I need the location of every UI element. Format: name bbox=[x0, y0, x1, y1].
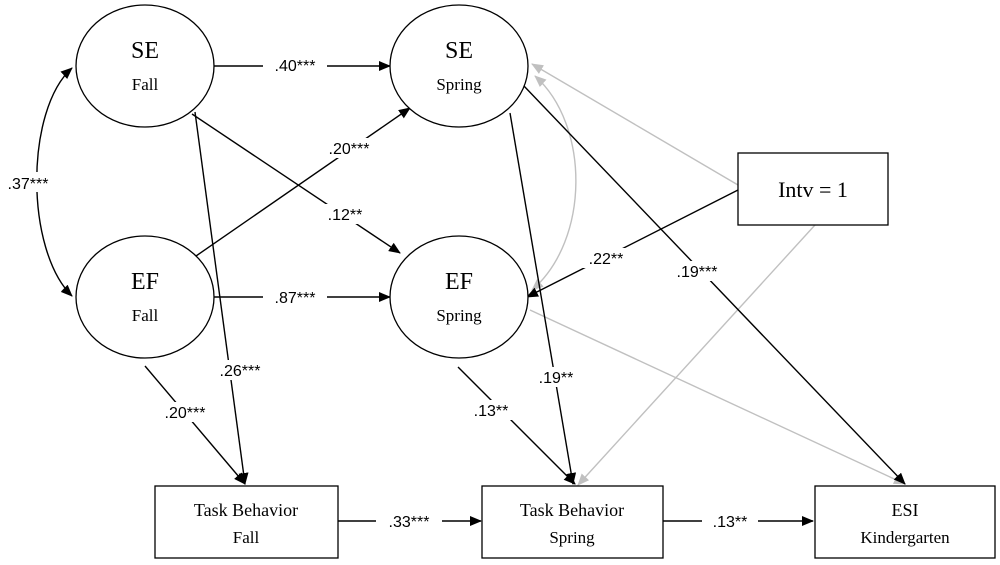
coef-se-fall-se-spring: .40*** bbox=[263, 55, 327, 75]
path-intv-tb-spring bbox=[577, 224, 816, 486]
coef-se-fall-ef-fall-text: .37*** bbox=[8, 176, 49, 193]
node-intv-title: Intv = 1 bbox=[778, 177, 848, 202]
covariance-se-spring-ef-spring bbox=[531, 75, 577, 291]
coef-tb-spring-esi: .13** bbox=[702, 511, 758, 531]
coef-ef-fall-tb-fall: .20*** bbox=[153, 402, 217, 422]
path-ef-spring-esi bbox=[529, 309, 906, 485]
node-se-fall-title: SE bbox=[131, 38, 159, 64]
node-tb-spring-title: Task Behavior bbox=[520, 500, 624, 520]
node-tb-fall-title: Task Behavior bbox=[194, 500, 298, 520]
coef-se-fall-ef-fall: .37*** bbox=[2, 172, 54, 193]
node-ef-spring-sub: Spring bbox=[436, 306, 482, 325]
coef-tb-fall-tb-spring-text: .33*** bbox=[389, 514, 430, 531]
coef-ef-spring-tb-spring-text: .13** bbox=[474, 403, 509, 420]
node-ef-fall-title: EF bbox=[131, 269, 159, 295]
coef-se-spring-tb-spring: .19** bbox=[528, 367, 584, 387]
path-intv-ef-spring bbox=[526, 189, 739, 298]
coef-se-spring-esi-text: .19*** bbox=[677, 264, 718, 281]
path-ef-fall-tb-fall bbox=[144, 365, 246, 485]
path-ef-fall-se-spring bbox=[195, 107, 411, 257]
node-tb-spring: Task Behavior Spring bbox=[481, 485, 664, 559]
coef-intv-ef-spring: .22** bbox=[578, 248, 634, 268]
coef-ef-fall-ef-spring-text: .87*** bbox=[275, 290, 316, 307]
node-ef-fall-sub: Fall bbox=[132, 306, 159, 325]
path-se-fall-ef-spring bbox=[191, 113, 401, 254]
node-esi-title: ESI bbox=[892, 500, 919, 520]
path-se-spring-esi bbox=[522, 84, 906, 485]
coef-se-fall-tb-fall: .26*** bbox=[208, 360, 272, 380]
node-ef-spring: EF Spring bbox=[389, 235, 529, 359]
node-tb-fall-sub: Fall bbox=[233, 528, 260, 547]
node-tb-fall: Task Behavior Fall bbox=[154, 485, 339, 559]
node-se-spring: SE Spring bbox=[389, 4, 529, 128]
node-ef-fall: EF Fall bbox=[75, 235, 215, 359]
path-se-fall-tb-fall bbox=[194, 111, 249, 485]
node-ef-spring-title: EF bbox=[445, 269, 473, 295]
coef-se-fall-ef-spring: .12** bbox=[317, 204, 373, 224]
coef-se-spring-tb-spring-text: .19** bbox=[539, 370, 574, 387]
node-se-spring-sub: Spring bbox=[436, 75, 482, 94]
coef-se-spring-esi: .19*** bbox=[666, 261, 728, 281]
node-esi-sub: Kindergarten bbox=[860, 528, 950, 547]
node-intv: Intv = 1 bbox=[737, 152, 889, 226]
node-esi: ESI Kindergarten bbox=[814, 485, 996, 559]
node-se-fall-sub: Fall bbox=[132, 75, 159, 94]
coef-intv-ef-spring-text: .22** bbox=[589, 251, 624, 268]
node-tb-spring-sub: Spring bbox=[549, 528, 595, 547]
path-se-spring-tb-spring bbox=[509, 112, 577, 485]
coef-tb-fall-tb-spring: .33*** bbox=[376, 511, 442, 531]
coef-ef-fall-se-spring: .20*** bbox=[317, 138, 381, 158]
coef-tb-spring-esi-text: .13** bbox=[713, 514, 748, 531]
coef-se-fall-ef-spring-text: .12** bbox=[328, 207, 363, 224]
coef-ef-fall-ef-spring: .87*** bbox=[263, 286, 327, 307]
coef-ef-spring-tb-spring: .13** bbox=[463, 400, 519, 420]
path-intv-se-spring bbox=[531, 63, 739, 186]
node-se-spring-title: SE bbox=[445, 38, 473, 64]
path-ef-spring-tb-spring bbox=[457, 366, 576, 485]
coef-se-fall-tb-fall-text: .26*** bbox=[220, 363, 261, 380]
coef-ef-fall-se-spring-text: .20*** bbox=[329, 141, 370, 158]
node-se-fall: SE Fall bbox=[75, 4, 215, 128]
coef-ef-fall-tb-fall-text: .20*** bbox=[165, 405, 206, 422]
coef-se-fall-se-spring-text: .40*** bbox=[275, 58, 316, 75]
